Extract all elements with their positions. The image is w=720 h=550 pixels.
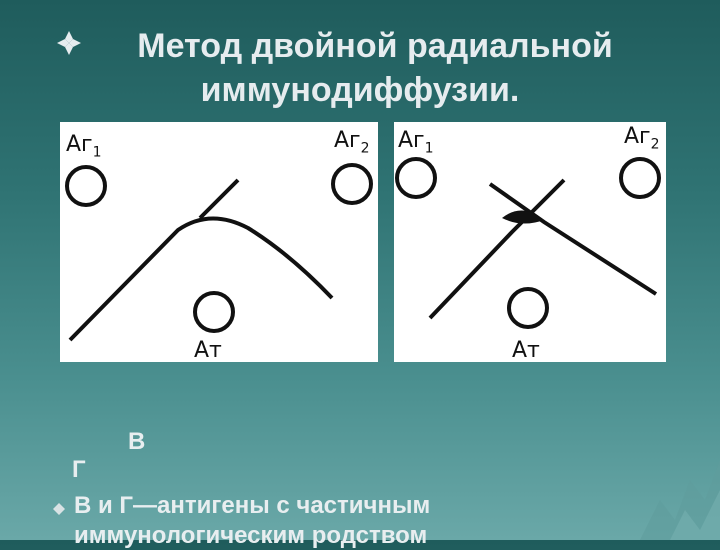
diagram-partial-identity: Аг1 Аг2 Ат (60, 122, 378, 363)
antibody-well (507, 287, 549, 329)
label-antigen-2: Аг2 (334, 128, 370, 157)
background-decoration (640, 460, 720, 540)
label-v: В (128, 428, 146, 455)
bullet-line-1: В и Г—антигены с частичным (74, 492, 431, 519)
diffusion-diagram-left (65, 163, 373, 342)
title-line-2: иммунодиффузии. (200, 71, 520, 109)
slide-title: Метод двойной радиальной иммунодиффузии. (0, 24, 720, 112)
label-antigen-1: Аг1 (66, 132, 102, 161)
label-antibody: Ат (194, 338, 222, 363)
diagram-crossing: Аг1 Аг2 Ат (394, 122, 666, 363)
precipitation-line-b (488, 182, 658, 296)
precipitation-line-a (428, 178, 566, 320)
label-antigen-2: Аг2 (624, 124, 660, 153)
antigen1-well (65, 165, 107, 207)
label-antigen-1: Аг1 (398, 128, 434, 157)
bullet-line-2: иммунологическим родством (74, 522, 428, 549)
antigen2-well (331, 163, 373, 205)
square-bullet-icon (53, 503, 65, 515)
crossing-spot (502, 210, 544, 224)
precipitation-spur (198, 178, 240, 220)
bullet-text: В и Г—антигены с частичным иммунологичес… (74, 492, 430, 550)
title-line-1: Метод двойной радиальной (137, 27, 613, 65)
antibody-well (193, 291, 235, 333)
label-antibody: Ат (512, 338, 540, 363)
label-g: Г (72, 456, 86, 483)
antigen1-well (395, 157, 437, 199)
precipitation-arc (68, 216, 334, 342)
diffusion-diagram-right (395, 157, 661, 329)
antigen2-well (619, 157, 661, 199)
diamond-bullet-icon (57, 31, 81, 55)
